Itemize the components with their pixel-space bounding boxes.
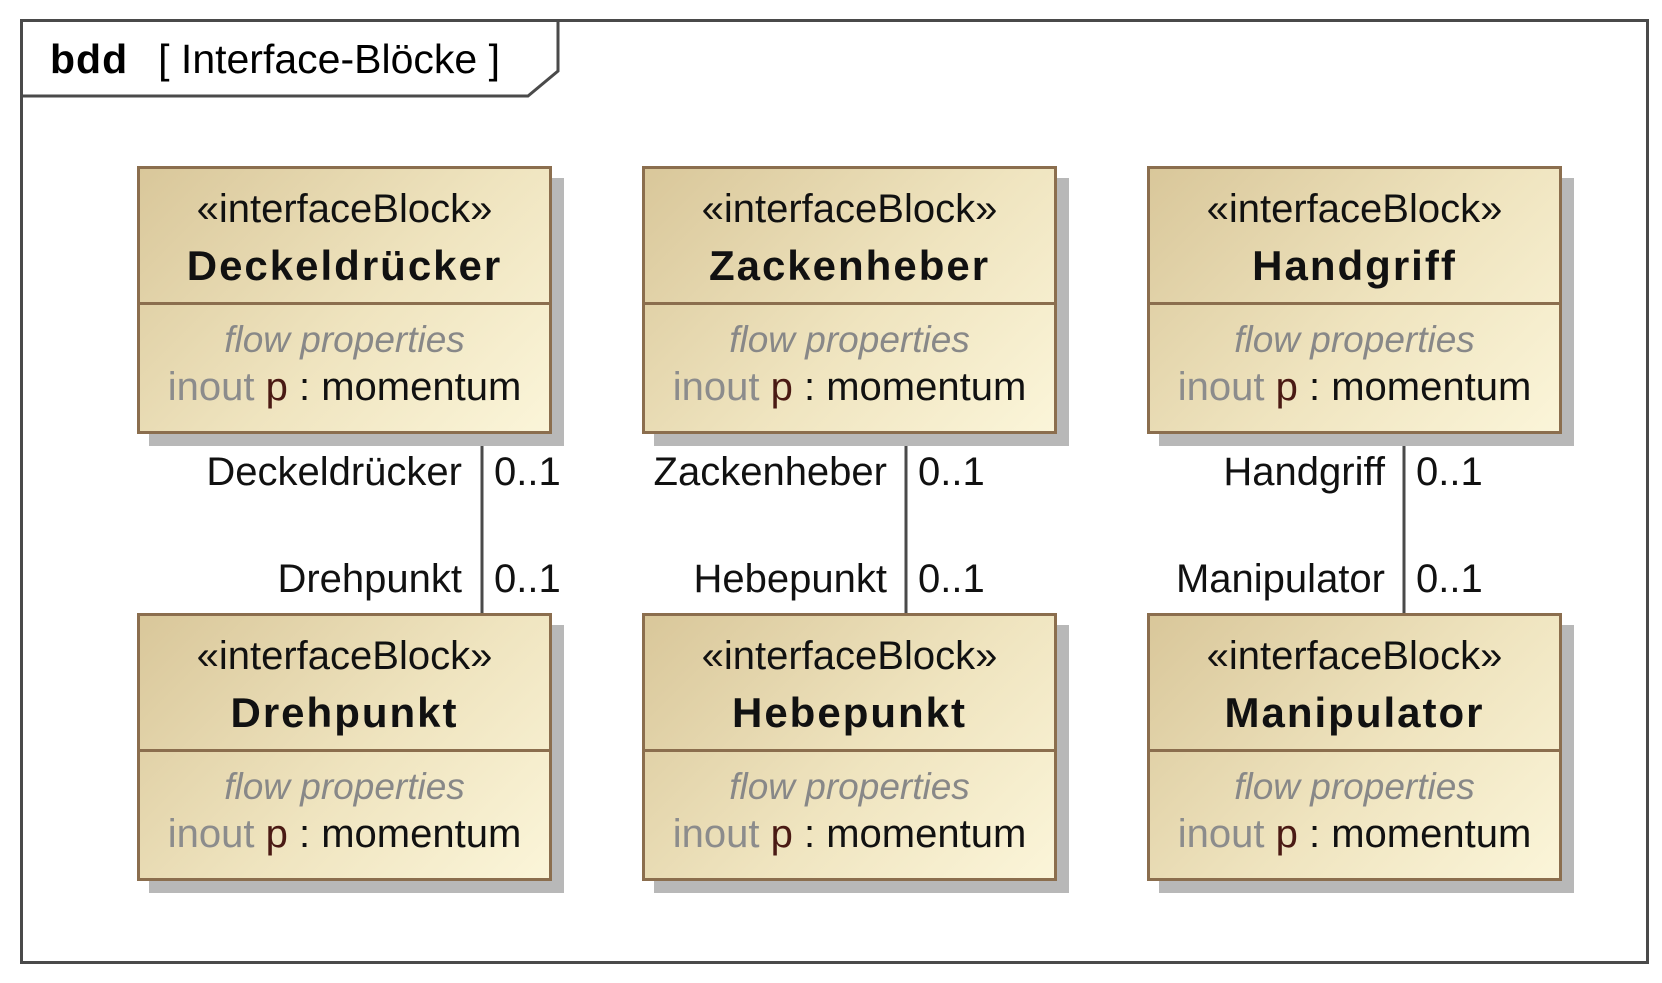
block-stereotype: «interfaceBlock» [701,187,998,231]
property-type: : momentum [792,812,1027,856]
role-name-top: Handgriff [1223,450,1385,494]
property-name: p [1275,365,1298,409]
role-name-top: Deckeldrücker [206,450,462,494]
interface-block-drehpunkt[interactable]: «interfaceBlock» Drehpunkt flow properti… [137,613,552,881]
block-name: Zackenheber [708,242,991,289]
role-name-bottom: Manipulator [1175,557,1385,601]
property-name: p [770,812,793,856]
flow-property: inout p : momentum [1150,812,1559,857]
property-type: : momentum [287,812,522,856]
flow-direction: inout [1177,365,1265,409]
frame-label: bdd [ Interface-Blöcke ] [50,36,500,83]
flow-direction: inout [167,365,255,409]
block-compartment: flow properties inout p : momentum [1150,305,1559,410]
block-stereotype: «interfaceBlock» [1206,187,1503,231]
flow-property: inout p : momentum [645,812,1054,857]
property-type: : momentum [1297,812,1532,856]
block-compartment: flow properties inout p : momentum [645,752,1054,857]
frame-title: [ Interface-Blöcke ] [158,36,500,82]
block-header: «interfaceBlock» Deckeldrücker [140,169,549,305]
multiplicity-top: 0..1 [1416,450,1483,494]
interface-block-handgriff[interactable]: «interfaceBlock» Handgriff flow properti… [1147,166,1562,434]
block-name: Drehpunkt [230,689,459,736]
role-name-bottom: Drehpunkt [277,557,462,601]
compartment-title: flow properties [729,766,970,807]
block-compartment: flow properties inout p : momentum [645,305,1054,410]
diagram-frame [20,19,1649,964]
block-stereotype: «interfaceBlock» [701,634,998,678]
interface-block-manipulator[interactable]: «interfaceBlock» Manipulator flow proper… [1147,613,1562,881]
block-name: Deckeldrücker [186,242,503,289]
property-name: p [265,365,288,409]
multiplicity-bottom: 0..1 [494,557,561,601]
property-name: p [770,365,793,409]
block-stereotype: «interfaceBlock» [1206,634,1503,678]
compartment-title: flow properties [729,319,970,360]
property-type: : momentum [287,365,522,409]
compartment-title: flow properties [224,766,465,807]
compartment-title: flow properties [1234,766,1475,807]
block-compartment: flow properties inout p : momentum [140,752,549,857]
compartment-title: flow properties [224,319,465,360]
block-name: Manipulator [1224,689,1485,736]
flow-direction: inout [1177,812,1265,856]
block-header: «interfaceBlock» Handgriff [1150,169,1559,305]
block-compartment: flow properties inout p : momentum [140,305,549,410]
property-type: : momentum [1297,365,1532,409]
frame-tab [20,19,560,98]
flow-direction: inout [672,365,760,409]
compartment-title: flow properties [1234,319,1475,360]
block-stereotype: «interfaceBlock» [196,187,493,231]
block-header: «interfaceBlock» Manipulator [1150,616,1559,752]
block-header: «interfaceBlock» Hebepunkt [645,616,1054,752]
block-name: Hebepunkt [731,689,967,736]
frame-kind: bdd [50,36,129,82]
multiplicity-bottom: 0..1 [1416,557,1483,601]
property-name: p [1275,812,1298,856]
block-header: «interfaceBlock» Zackenheber [645,169,1054,305]
flow-direction: inout [672,812,760,856]
multiplicity-top: 0..1 [918,450,985,494]
multiplicity-bottom: 0..1 [918,557,985,601]
block-stereotype: «interfaceBlock» [196,634,493,678]
flow-property: inout p : momentum [140,812,549,857]
flow-property: inout p : momentum [645,365,1054,410]
property-name: p [265,812,288,856]
block-name: Handgriff [1252,242,1457,289]
flow-direction: inout [167,812,255,856]
role-name-top: Zackenheber [653,450,887,494]
property-type: : momentum [792,365,1027,409]
flow-property: inout p : momentum [140,365,549,410]
interface-block-zackenheber[interactable]: «interfaceBlock» Zackenheber flow proper… [642,166,1057,434]
block-compartment: flow properties inout p : momentum [1150,752,1559,857]
interface-block-hebepunkt[interactable]: «interfaceBlock» Hebepunkt flow properti… [642,613,1057,881]
block-header: «interfaceBlock» Drehpunkt [140,616,549,752]
interface-block-deckeldruecker[interactable]: «interfaceBlock» Deckeldrücker flow prop… [137,166,552,434]
multiplicity-top: 0..1 [494,450,561,494]
flow-property: inout p : momentum [1150,365,1559,410]
role-name-bottom: Hebepunkt [693,557,887,601]
